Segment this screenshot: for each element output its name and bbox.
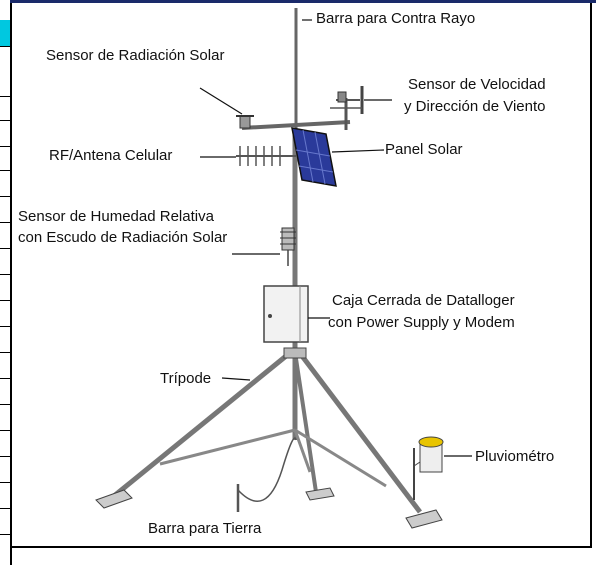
tripod-icon <box>95 347 443 529</box>
ground-rod-icon <box>236 437 297 512</box>
datalogger-label-line1: Caja Cerrada de Datalloger <box>332 292 515 309</box>
strip-line <box>0 96 10 97</box>
wind-sensor-icon <box>330 86 364 130</box>
strip-line <box>0 120 10 121</box>
left-strip-highlight <box>0 20 10 46</box>
wind-sensor-label-line1: Sensor de Velocidad <box>408 76 546 93</box>
strip-line <box>0 508 10 509</box>
strip-line <box>0 352 10 353</box>
lightning-rod-label: Barra para Contra Rayo <box>316 10 476 27</box>
humidity-sensor-label-line1: Sensor de Humedad Relativa <box>18 208 214 225</box>
humidity-sensor-label-line2: con Escudo de Radiación Solar <box>18 229 228 246</box>
strip-line <box>0 534 10 535</box>
leader-lines <box>199 19 472 457</box>
strip-line <box>0 146 10 147</box>
datalogger-label-line2: con Power Supply y Modem <box>328 314 515 331</box>
cross-arm <box>241 120 351 130</box>
solar-panel-icon <box>291 127 337 187</box>
strip-line <box>0 46 10 47</box>
tripod-label: Trípode <box>160 370 212 387</box>
strip-line <box>0 300 10 301</box>
strip-line <box>0 404 10 405</box>
rain-gauge-label: Pluviométro <box>475 448 555 465</box>
left-page-strip <box>0 0 12 565</box>
rf-antenna-label: RF/Antena Celular <box>49 147 173 164</box>
strip-line <box>0 274 10 275</box>
rain-gauge-icon <box>413 436 444 500</box>
strip-line <box>0 222 10 223</box>
strip-line <box>0 430 10 431</box>
strip-line <box>0 248 10 249</box>
solar-radiation-sensor-icon <box>236 115 254 129</box>
strip-line <box>0 326 10 327</box>
solar-radiation-sensor-label: Sensor de Radiación Solar <box>46 47 225 64</box>
datalogger-enclosure-icon <box>263 285 309 343</box>
top-border <box>10 0 596 3</box>
wind-sensor-label-line2: y Dirección de Viento <box>404 98 546 115</box>
solar-panel-label: Panel Solar <box>385 141 463 158</box>
diagram-frame <box>12 3 592 548</box>
strip-line <box>0 378 10 379</box>
strip-line <box>0 170 10 171</box>
rf-antenna-icon <box>236 146 296 166</box>
strip-line <box>0 196 10 197</box>
ground-rod-label: Barra para Tierra <box>148 520 262 537</box>
strip-line <box>0 482 10 483</box>
humidity-sensor-icon <box>280 227 296 266</box>
strip-line <box>0 456 10 457</box>
